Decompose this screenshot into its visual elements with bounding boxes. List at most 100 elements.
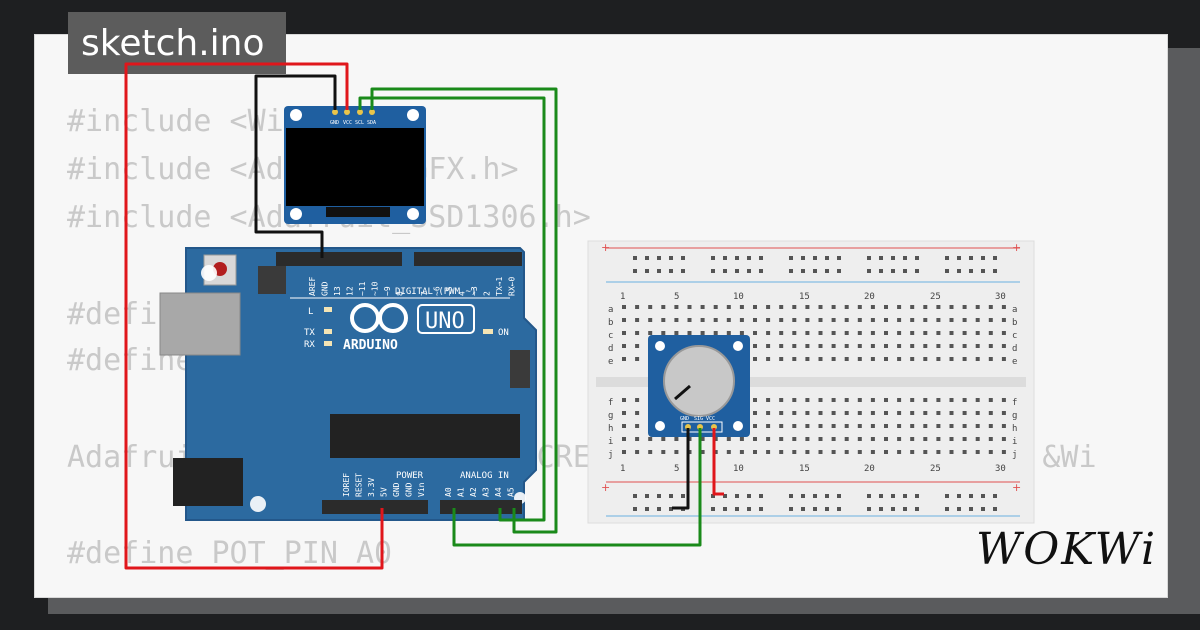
svg-text:SDA: SDA — [367, 120, 376, 126]
wires — [124, 62, 724, 570]
plus-icon: + — [601, 241, 610, 254]
wire-sda-green — [370, 87, 558, 534]
led-tx — [324, 329, 332, 334]
pin-label: GND — [405, 482, 414, 497]
oled-display[interactable]: GND VCC SCL SDA — [284, 106, 426, 224]
svg-text:g: g — [1012, 411, 1017, 421]
pin-label: 8 — [396, 291, 405, 296]
svg-text:i: i — [1012, 437, 1017, 447]
svg-text:f: f — [608, 398, 613, 408]
microcontroller-chip — [330, 414, 520, 458]
svg-text:VCC: VCC — [706, 416, 715, 422]
digital-header-1 — [276, 252, 402, 266]
oled-pin-labels: GND VCC SCL SDA — [330, 120, 376, 126]
led-l — [324, 307, 332, 312]
potentiometer-pin-labels: GND SIG VCC — [680, 416, 715, 422]
plus-icon: + — [601, 481, 610, 494]
usb-port — [159, 292, 241, 356]
pin-label: 13 — [333, 286, 342, 296]
power-jack — [173, 458, 243, 506]
svg-text:c: c — [1012, 331, 1017, 341]
svg-text:RX: RX — [304, 340, 315, 350]
wire-gnd-black — [254, 74, 337, 258]
svg-text:f: f — [1012, 398, 1017, 408]
svg-text:h: h — [1012, 424, 1017, 434]
svg-text:POWER: POWER — [396, 471, 424, 481]
column-label: 20 — [864, 292, 875, 302]
potentiometer[interactable]: GND SIG VCC — [648, 335, 750, 437]
digital-header-2 — [414, 252, 522, 266]
pin-label: A1 — [457, 487, 466, 497]
pin-label: RX←0 — [508, 277, 517, 296]
column-label: 25 — [930, 464, 941, 474]
pin-label: A2 — [469, 487, 478, 497]
pin-label: 7 — [420, 291, 429, 296]
svg-text:b: b — [1012, 318, 1017, 328]
pin-label: ~5 — [445, 286, 454, 296]
pin-label: ~3 — [470, 286, 479, 296]
potentiometer-knob[interactable] — [663, 345, 735, 417]
column-label: 1 — [620, 292, 625, 302]
svg-text:ON: ON — [498, 328, 509, 338]
wire-pot-gnd-black — [672, 428, 690, 510]
column-label: 30 — [995, 464, 1006, 474]
svg-text:GND: GND — [680, 416, 689, 422]
power-header — [322, 500, 428, 514]
pin-label: 2 — [483, 291, 492, 296]
column-label: 1 — [620, 464, 625, 474]
wire-scl-green — [358, 96, 546, 522]
svg-text:ANALOG IN: ANALOG IN — [460, 471, 509, 481]
pin-label: IOREF — [342, 473, 351, 497]
pin-label: A5 — [507, 487, 516, 497]
pin-label: A4 — [494, 487, 503, 497]
svg-text:d: d — [608, 344, 613, 354]
column-label: 15 — [799, 292, 810, 302]
pin-label: GND — [321, 281, 330, 296]
svg-text:g: g — [608, 411, 613, 421]
column-label: 5 — [674, 292, 679, 302]
breadboard-column-labels: 1 5 10 15 20 25 30 1 5 10 15 20 25 30 — [620, 292, 1006, 474]
pin-label: 12 — [346, 286, 355, 296]
pin-label: ~9 — [383, 286, 392, 296]
pin-label: 3.3V — [367, 478, 376, 497]
svg-text:c: c — [608, 331, 613, 341]
svg-text:e: e — [608, 357, 613, 367]
pin-label: ~6 — [433, 286, 442, 296]
pin-label: AREF — [308, 277, 317, 296]
digital-label: DIGITAL (PWM ~) — [395, 287, 476, 297]
column-label: 30 — [995, 292, 1006, 302]
icsp-header — [258, 266, 530, 388]
arduino-logo: ARDUINO — [343, 303, 408, 353]
breadboard[interactable]: 1 5 10 15 20 25 30 1 5 10 15 20 25 30 a … — [587, 240, 1035, 524]
wire-pot-vcc-red — [712, 428, 724, 496]
pin-label: ~10 — [371, 281, 380, 296]
oled-pins — [332, 109, 375, 115]
led-on — [483, 329, 493, 334]
wokwi-logo: WOKWi — [976, 524, 1158, 575]
pin-label: TX→1 — [495, 277, 504, 296]
svg-text:e: e — [1012, 357, 1017, 367]
svg-text:SIG: SIG — [694, 416, 703, 422]
pin-label: 4 — [458, 291, 467, 296]
pin-label: RESET — [355, 473, 364, 497]
analog-header — [440, 500, 522, 514]
plus-icon: + — [1012, 241, 1021, 254]
arduino-brand: ARDUINO — [343, 338, 398, 353]
svg-text:i: i — [608, 437, 613, 447]
arduino-model: UNO — [425, 309, 465, 334]
svg-text:SCL: SCL — [355, 120, 364, 126]
svg-text:a: a — [608, 305, 613, 315]
pin-label: Vin — [417, 482, 426, 497]
pin-label: ~11 — [358, 281, 367, 296]
svg-text:j: j — [1012, 450, 1017, 460]
svg-text:d: d — [1012, 344, 1017, 354]
svg-text:h: h — [608, 424, 613, 434]
code-line: #define POT_PIN A0 — [67, 536, 393, 571]
svg-text:TX: TX — [304, 328, 315, 338]
column-label: 5 — [674, 464, 679, 474]
column-label: 10 — [733, 464, 744, 474]
pin-label: A3 — [482, 487, 491, 497]
